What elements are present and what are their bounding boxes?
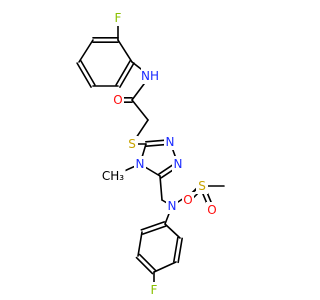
bond-line (78, 39, 94, 63)
bond-line (141, 225, 167, 235)
double-bond (135, 253, 157, 275)
single-bond (131, 99, 149, 121)
atom-label: F (115, 11, 122, 25)
bond-line (140, 221, 166, 231)
atom-label: NH (141, 69, 159, 83)
atom-label: S (128, 137, 136, 151)
bond-line (115, 60, 131, 86)
atom-label-background (166, 198, 178, 214)
double-bond (115, 60, 135, 88)
atom-label: S (198, 179, 206, 193)
atom-label-background (148, 282, 160, 298)
bond-line (119, 62, 135, 88)
atom-label-background (100, 168, 126, 184)
atom-label: N (174, 157, 183, 171)
atom-label: CH₃ (102, 169, 124, 183)
bond-line (138, 253, 157, 272)
bond-layer (76, 17, 225, 291)
atom-label-background (126, 136, 138, 152)
single-bond (164, 223, 181, 239)
atom-o3: O (206, 202, 218, 218)
bond-line (135, 256, 154, 275)
atom-label: N (166, 135, 175, 149)
single-bond (153, 261, 177, 273)
single-bond (78, 39, 94, 63)
atom-label: N (136, 157, 145, 171)
bond-line (164, 223, 181, 239)
atom-label-background (196, 178, 208, 194)
atom-o2: O (182, 192, 194, 208)
bond-line (177, 237, 183, 264)
atom-label-background (164, 134, 176, 150)
atom-label: O (207, 203, 216, 217)
double-bond (76, 60, 96, 88)
atom-label-background (134, 156, 146, 172)
atom-s2: S (196, 178, 208, 194)
atom-label-background (141, 68, 159, 84)
atom-n1: N (134, 156, 146, 172)
single-bond (137, 231, 143, 257)
atom-nh: NH (141, 68, 159, 84)
single-bond (117, 39, 133, 63)
atom-label-background (112, 92, 124, 108)
atom-me: CH₃ (100, 168, 126, 184)
atom-label: O (113, 93, 122, 107)
bond-line (153, 261, 177, 273)
atom-label: O (183, 193, 192, 207)
atom-label: N (168, 199, 177, 213)
atom-label-background (172, 156, 184, 172)
atom-n2: N (164, 134, 176, 150)
atom-label-background (206, 202, 218, 218)
bond-line (173, 236, 179, 263)
double-bond (140, 221, 167, 235)
bond-line (80, 60, 96, 86)
atom-f2: F (148, 282, 160, 298)
atom-o1: O (112, 92, 124, 108)
atom-s1: S (126, 136, 138, 152)
atom-n4: N (166, 198, 178, 214)
double-bond (92, 36, 119, 44)
bond-line (137, 231, 143, 257)
bond-line (117, 39, 133, 63)
bond-line (159, 175, 163, 201)
atom-label-background (112, 10, 124, 26)
bond-line (76, 62, 92, 88)
atom-label-background (182, 192, 194, 208)
double-bond (173, 236, 183, 264)
single-bond (159, 175, 163, 201)
atom-label: F (151, 283, 158, 297)
bond-line (131, 99, 149, 121)
atom-f1: F (112, 10, 124, 26)
atom-n3: N (172, 156, 184, 172)
